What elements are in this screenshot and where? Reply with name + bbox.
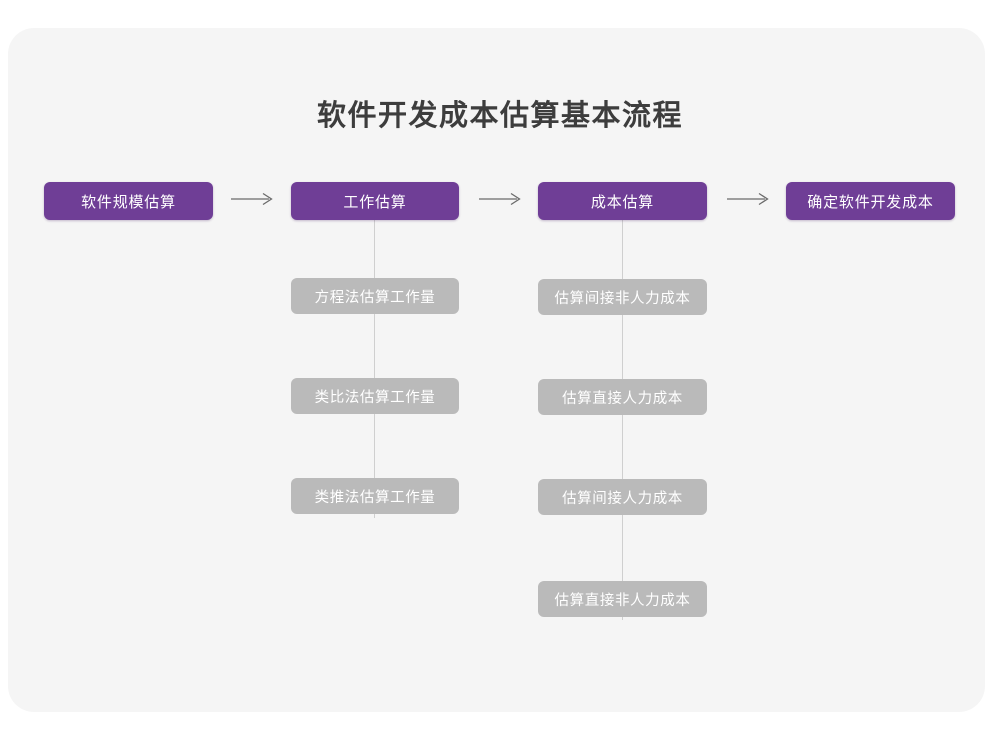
node-substep-2-3[interactable]: 类推法估算工作量 (291, 478, 459, 514)
node-substep-2-2[interactable]: 类比法估算工作量 (291, 378, 459, 414)
page-title: 软件开发成本估算基本流程 (316, 100, 683, 132)
arrow-step-1-to-step-2 (231, 192, 274, 206)
node-substep-3-2[interactable]: 估算直接人力成本 (538, 379, 707, 415)
card-background (8, 28, 985, 712)
node-step-3[interactable]: 成本估算 (538, 182, 707, 220)
node-label: 成本估算 (590, 193, 655, 211)
node-label: 估算直接非人力成本 (554, 592, 691, 609)
node-label: 软件规模估算 (81, 193, 176, 211)
node-substep-2-1[interactable]: 方程法估算工作量 (291, 278, 459, 314)
connector-line-column-3 (622, 218, 623, 620)
node-substep-3-4[interactable]: 估算直接非人力成本 (538, 581, 707, 617)
node-step-2[interactable]: 工作估算 (291, 182, 459, 220)
node-substep-3-1[interactable]: 估算间接非人力成本 (538, 279, 707, 315)
connector-line-column-2 (374, 218, 375, 518)
node-label: 估算直接人力成本 (562, 390, 683, 407)
node-label: 确定软件开发成本 (807, 193, 934, 211)
arrow-step-2-to-step-3 (479, 192, 522, 206)
node-label: 估算间接非人力成本 (554, 290, 691, 307)
node-label: 类推法估算工作量 (314, 489, 436, 506)
node-label: 估算间接人力成本 (562, 490, 683, 507)
node-label: 工作估算 (343, 193, 407, 211)
node-step-4[interactable]: 确定软件开发成本 (786, 182, 955, 220)
arrow-step-3-to-step-4 (727, 192, 770, 206)
node-step-1[interactable]: 软件规模估算 (44, 182, 213, 220)
node-substep-3-3[interactable]: 估算间接人力成本 (538, 479, 707, 515)
node-label: 类比法估算工作量 (314, 389, 436, 406)
node-label: 方程法估算工作量 (314, 289, 436, 306)
